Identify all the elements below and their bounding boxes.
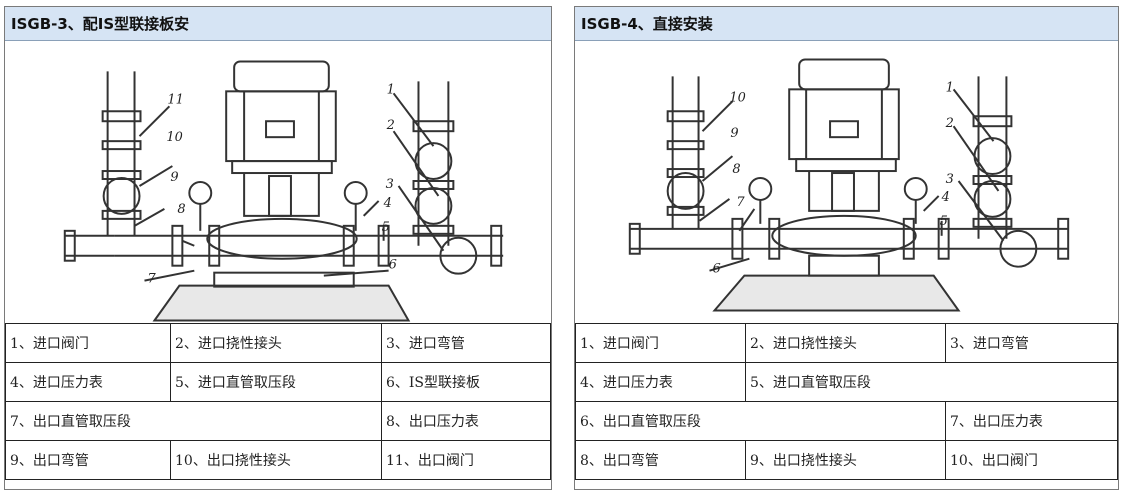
pump-casing-shape	[206, 217, 358, 260]
motor-cap-shape	[798, 58, 890, 91]
table-cell: 5、进口直管取压段	[745, 362, 1118, 402]
table-cell: 1、进口阀门	[575, 323, 746, 363]
table-cell: 4、进口压力表	[5, 362, 171, 402]
table-cell: 2、进口挠性接头	[170, 323, 382, 363]
table-row: 8、出口弯管 9、出口挠性接头 10、出口阀门	[575, 440, 1118, 480]
table-cell: 6、出口直管取压段	[575, 401, 946, 441]
callout-4: 4	[383, 196, 392, 211]
table-cell: 10、出口阀门	[945, 440, 1118, 480]
callout-5: 5	[940, 214, 948, 229]
table-cell: 6、IS型联接板	[381, 362, 551, 402]
parts-table: 1、进口阀门 2、进口挠性接头 3、进口弯管 4、进口压力表 5、进口直管取压段…	[575, 323, 1118, 480]
installation-diagram: 1 2 3 4 5 6 7 8 9 10	[575, 41, 1118, 323]
table-cell: 8、出口弯管	[575, 440, 746, 480]
table-row: 7、出口直管取压段 8、出口压力表	[5, 401, 551, 441]
table-row: 4、进口压力表 5、进口直管取压段	[575, 362, 1118, 402]
table-cell: 3、进口弯管	[945, 323, 1118, 363]
callout-3: 3	[386, 177, 394, 192]
foundation-shape	[152, 284, 411, 322]
callout-2: 2	[386, 118, 395, 133]
table-cell: 7、出口压力表	[945, 401, 1118, 441]
panel-title: ISGB-4、直接安装	[575, 7, 1118, 41]
callout-6: 6	[712, 262, 720, 277]
callout-8: 8	[732, 162, 740, 177]
connection-plate-shape	[213, 271, 355, 288]
callout-4: 4	[941, 190, 950, 205]
callout-10: 10	[729, 90, 745, 105]
table-cell: 3、进口弯管	[381, 323, 551, 363]
panel-isgb-4: ISGB-4、直接安装	[574, 6, 1119, 490]
table-cell: 4、进口压力表	[575, 362, 746, 402]
pump-drawing: 1 2 3 4 5 6 7 8 9 10 11	[63, 60, 504, 322]
callout-8: 8	[177, 202, 185, 217]
table-cell: 7、出口直管取压段	[5, 401, 382, 441]
callout-3: 3	[946, 172, 954, 187]
callout-10: 10	[166, 130, 182, 145]
foundation-shape	[712, 274, 961, 312]
table-cell: 9、出口挠性接头	[745, 440, 946, 480]
callout-11: 11	[167, 92, 183, 107]
panel-isgb-3: ISGB-3、配IS型联接板安	[4, 6, 552, 490]
panel-title: ISGB-3、配IS型联接板安	[5, 7, 551, 41]
table-row: 4、进口压力表 5、进口直管取压段 6、IS型联接板	[5, 362, 551, 402]
callout-7: 7	[147, 272, 156, 287]
callout-6: 6	[389, 258, 397, 273]
table-cell: 2、进口挠性接头	[745, 323, 946, 363]
table-cell: 5、进口直管取压段	[170, 362, 382, 402]
callout-9: 9	[730, 126, 738, 141]
table-row: 9、出口弯管 10、出口挠性接头 11、出口阀门	[5, 440, 551, 480]
callout-7: 7	[736, 195, 745, 210]
table-cell: 10、出口挠性接头	[170, 440, 382, 480]
table-cell: 11、出口阀门	[381, 440, 551, 480]
callout-1: 1	[387, 82, 395, 97]
gauge-shape	[748, 177, 773, 201]
callout-9: 9	[170, 170, 178, 185]
motor-cap-shape	[233, 60, 330, 93]
table-row: 1、进口阀门 2、进口挠性接头 3、进口弯管	[5, 323, 551, 363]
table-cell: 8、出口压力表	[381, 401, 551, 441]
installation-diagram: 1 2 3 4 5 6 7 8 9 10 11	[5, 41, 551, 323]
callout-5: 5	[382, 220, 390, 235]
gauge-shape	[188, 181, 213, 205]
table-row: 6、出口直管取压段 7、出口压力表	[575, 401, 1118, 441]
parts-table: 1、进口阀门 2、进口挠性接头 3、进口弯管 4、进口压力表 5、进口直管取压段…	[5, 323, 551, 480]
table-cell: 9、出口弯管	[5, 440, 171, 480]
table-cell: 1、进口阀门	[5, 323, 171, 363]
pump-drawing: 1 2 3 4 5 6 7 8 9 10	[628, 58, 1070, 312]
table-row: 1、进口阀门 2、进口挠性接头 3、进口弯管	[575, 323, 1118, 363]
callout-1: 1	[946, 80, 954, 95]
callout-2: 2	[945, 116, 954, 131]
